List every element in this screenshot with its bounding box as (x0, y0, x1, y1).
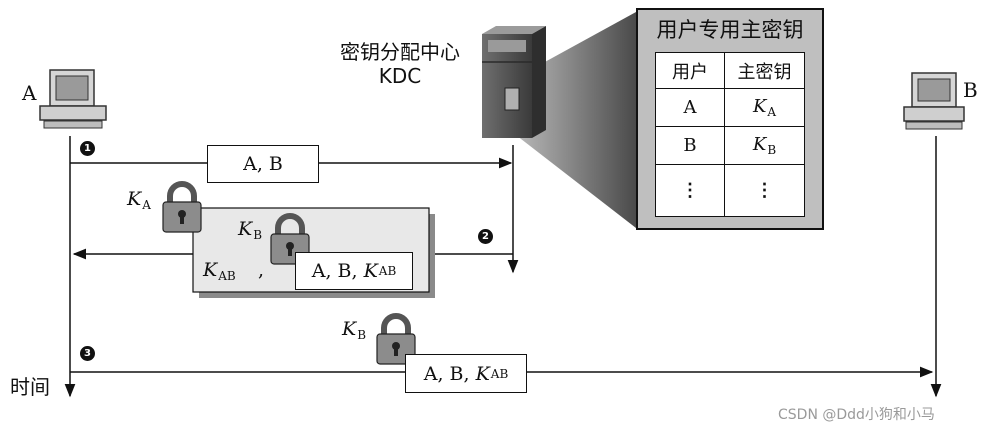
server-icon (482, 26, 546, 138)
msg2-session-key: KAB (203, 259, 236, 283)
key-table-key-more: ⋮ (724, 164, 805, 217)
key-table-key-b: KB (724, 126, 805, 165)
key-table-header-key: 主密钥 (724, 52, 805, 89)
kdc-name-cn: 密钥分配中心 (340, 40, 460, 64)
table-row: A KA (655, 88, 805, 127)
step-marker-1: 1 (80, 141, 95, 156)
key-table-user-more: ⋮ (655, 164, 725, 217)
key-table-title: 用户专用主密钥 (656, 18, 804, 42)
step-marker-3: 3 (80, 346, 95, 361)
node-a-label: A (22, 81, 37, 105)
time-label: 时间 (10, 375, 50, 399)
msg2-inner-key-label: KB (238, 218, 263, 242)
key-table: 用户 主密钥 A KA B KB ⋮ ⋮ (655, 52, 805, 217)
step-marker-2: 2 (478, 229, 493, 244)
key-table-user-a: A (655, 88, 725, 127)
computer-icon-b (903, 72, 965, 130)
watermark: CSDN @Ddd小狗和小马 (778, 407, 935, 423)
msg1-box: A, B (207, 145, 319, 183)
key-table-header-user: 用户 (655, 52, 725, 89)
table-row: ⋮ ⋮ (655, 164, 805, 217)
computer-icon-a (39, 69, 107, 129)
msg2-comma: , (258, 259, 265, 281)
msg3-key-label: KB (342, 318, 367, 342)
msg2-outer-key-label: KA (127, 188, 151, 212)
key-table-key-a: KA (724, 88, 805, 127)
table-row: B KB (655, 126, 805, 165)
node-b-label: B (963, 78, 978, 102)
kdc-name-en: KDC (378, 64, 422, 88)
key-table-user-b: B (655, 126, 725, 165)
lock-icon-ka (162, 181, 202, 233)
